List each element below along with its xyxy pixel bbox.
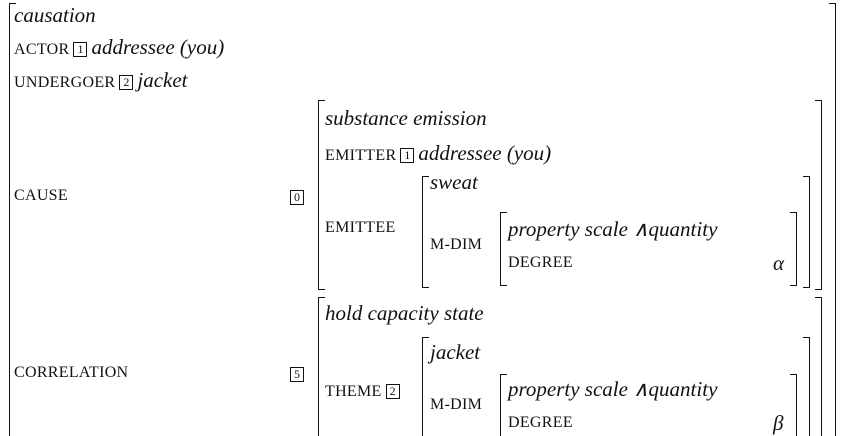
emitter-label: EMITTER bbox=[325, 147, 397, 164]
emitter-tag: 1 bbox=[400, 148, 415, 163]
theme-degree-value: β bbox=[773, 411, 784, 435]
emitter-value: addressee (you) bbox=[418, 141, 552, 165]
outer-right-bracket bbox=[829, 3, 836, 436]
correlation-left-bracket bbox=[318, 297, 325, 436]
undergoer-label: UNDERGOER bbox=[14, 74, 116, 91]
actor-value: addressee (you) bbox=[91, 35, 225, 59]
emittee-degree-label: DEGREE bbox=[508, 254, 573, 271]
actor-label: ACTOR bbox=[14, 41, 70, 58]
theme-mdim-left-bracket bbox=[500, 374, 507, 436]
theme-mdim-label: M-DIM bbox=[430, 396, 483, 413]
theme-mdim-type: property scale ∧quantity bbox=[508, 377, 718, 401]
theme-mdim-right-bracket bbox=[790, 374, 797, 436]
cause-right-bracket bbox=[815, 100, 822, 290]
theme-label: THEME bbox=[325, 383, 382, 400]
theme-degree-label: DEGREE bbox=[508, 414, 573, 431]
correlation-tag: 5 bbox=[290, 367, 304, 382]
emittee-mdim-type: property scale ∧quantity bbox=[508, 217, 718, 241]
undergoer-value: jacket bbox=[137, 68, 188, 92]
correlation-type: hold capacity state bbox=[325, 301, 484, 325]
emittee-right-bracket bbox=[803, 176, 810, 288]
cause-left-bracket bbox=[318, 100, 325, 290]
theme-left-bracket bbox=[422, 337, 429, 436]
cause-label: CAUSE bbox=[14, 187, 68, 204]
theme-tag: 2 bbox=[385, 384, 400, 399]
emittee-degree-value: α bbox=[773, 251, 785, 275]
cause-tag: 0 bbox=[290, 190, 304, 205]
correlation-tag-wrap: 5 bbox=[286, 361, 308, 385]
correlation-right-bracket bbox=[815, 297, 822, 436]
cause-type: substance emission bbox=[325, 106, 487, 130]
actor-tag: 1 bbox=[73, 42, 88, 57]
theme-right-bracket bbox=[803, 337, 810, 436]
emittee-type: sweat bbox=[430, 170, 478, 194]
correlation-label: CORRELATION bbox=[14, 364, 129, 381]
theme-type: jacket bbox=[430, 340, 481, 364]
emittee-left-bracket bbox=[422, 176, 429, 288]
emittee-mdim-left-bracket bbox=[500, 212, 507, 286]
causation-type: causation bbox=[14, 3, 96, 27]
cause-tag-wrap: 0 bbox=[286, 184, 308, 208]
emittee-mdim-label: M-DIM bbox=[430, 236, 483, 253]
emittee-mdim-right-bracket bbox=[790, 212, 797, 286]
outer-left-bracket bbox=[9, 3, 16, 436]
undergoer-tag: 2 bbox=[119, 75, 134, 90]
emittee-label: EMITTEE bbox=[325, 219, 396, 236]
